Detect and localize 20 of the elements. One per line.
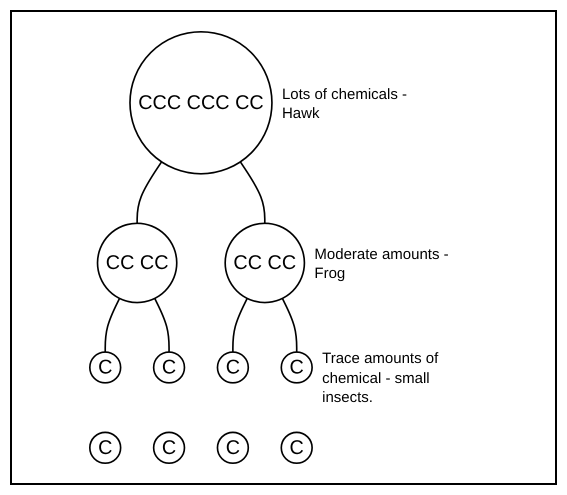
node-circle: C — [152, 351, 186, 384]
node-circle: C — [280, 432, 313, 464]
connector — [282, 298, 298, 352]
node-circle: C — [216, 432, 250, 464]
node-circle: C — [152, 432, 186, 464]
node-caption: Trace amounts of chemical - small insects. — [322, 349, 440, 408]
node-caption: Moderate amounts - Frog — [314, 244, 450, 284]
connector — [240, 161, 266, 224]
connector — [154, 298, 170, 352]
node-circle: CCC CCC CC — [129, 30, 273, 175]
node-circle: C — [89, 432, 122, 464]
node-circle: CC CC — [224, 222, 306, 304]
node-circle: CC CC — [96, 222, 178, 304]
node-circle: C — [280, 351, 313, 384]
connector — [232, 298, 248, 352]
node-caption: Lots of chemicals - Hawk — [282, 84, 408, 124]
connector — [104, 298, 120, 352]
node-circle: C — [216, 351, 250, 384]
node-circle: C — [89, 351, 122, 384]
connector — [136, 161, 162, 224]
